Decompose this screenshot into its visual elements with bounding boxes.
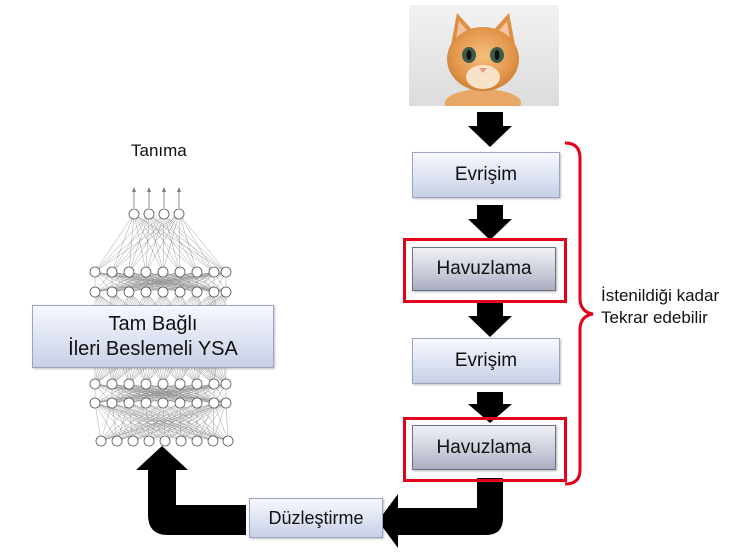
neuron-node [157, 266, 169, 278]
neuron-node [106, 266, 118, 278]
convolution-step-1: Evrişim [412, 152, 560, 198]
pooling-highlight-1 [403, 238, 567, 303]
neuron-node [95, 435, 107, 447]
neuron-node [191, 397, 203, 409]
neuron-node [128, 208, 140, 220]
neuron-node [174, 397, 186, 409]
convolution-label-2: Evrişim [454, 350, 518, 371]
neuron-node [220, 266, 232, 278]
flatten-label: Düzleştirme [268, 507, 364, 528]
neuron-node [207, 435, 219, 447]
fully-connected-network-box: Tam Bağlı İleri Beslemeli YSA [32, 305, 274, 368]
pooling-step-1: Havuzlama [412, 247, 556, 291]
pooling-label-2: Havuzlama [436, 436, 532, 458]
pooling-step-2: Havuzlama [412, 425, 556, 470]
neuron-node [106, 378, 118, 390]
pooling-label-1: Havuzlama [436, 258, 532, 279]
neuron-node [106, 397, 118, 409]
neuron-node [89, 378, 101, 390]
repeat-note-line2: Tekrar edebilir [601, 308, 708, 327]
neuron-node [208, 378, 220, 390]
neuron-node [127, 435, 139, 447]
neuron-node [123, 378, 135, 390]
network-box-line2: İleri Beslemeli YSA [68, 337, 238, 360]
neuron-node [191, 378, 203, 390]
neuron-node [220, 378, 232, 390]
convolution-step-2: Evrişim [412, 338, 560, 384]
neuron-node [173, 208, 185, 220]
down-arrow-3 [468, 303, 512, 337]
neuron-node [174, 378, 186, 390]
neuron-node [208, 397, 220, 409]
repeat-note: İstenildiği kadar Tekrar edebilir [601, 285, 719, 329]
network-box-line1: Tam Bağlı [108, 312, 198, 335]
bent-arrow-to-network [136, 446, 246, 535]
down-arrow-4 [468, 392, 512, 423]
output-arrowhead [177, 187, 181, 192]
neuron-node [157, 378, 169, 390]
output-arrowhead [132, 187, 136, 192]
neuron-node [159, 435, 171, 447]
pooling-highlight-2 [403, 417, 567, 482]
neuron-node [89, 286, 101, 298]
neuron-node [143, 435, 155, 447]
neuron-node [222, 435, 234, 447]
neuron-node [140, 397, 152, 409]
neuron-node [208, 286, 220, 298]
neuron-node [140, 266, 152, 278]
down-arrow-1 [468, 112, 512, 147]
neuron-node [174, 286, 186, 298]
neuron-node [89, 266, 101, 278]
neuron-node [140, 378, 152, 390]
neuron-node [123, 266, 135, 278]
kitten-image [409, 5, 559, 106]
neuron-node [123, 397, 135, 409]
output-arrowhead [162, 187, 166, 192]
flatten-step: Düzleştirme [249, 498, 383, 538]
neuron-node [191, 266, 203, 278]
neuron-node [220, 286, 232, 298]
neuron-node [191, 435, 203, 447]
neuron-node [157, 397, 169, 409]
neuron-node [158, 208, 170, 220]
neuron-node [111, 435, 123, 447]
neuron-node [208, 266, 220, 278]
curly-brace [564, 141, 594, 486]
output-arrowhead [147, 187, 151, 192]
neuron-node [143, 208, 155, 220]
neuron-node [191, 286, 203, 298]
neuron-node [174, 266, 186, 278]
repeat-note-line1: İstenildiği kadar [601, 286, 720, 305]
neuron-node [220, 397, 232, 409]
neuron-node [89, 397, 101, 409]
neuron-node [157, 286, 169, 298]
convolution-label-1: Evrişim [454, 164, 518, 185]
bent-arrow-to-flatten [378, 478, 503, 548]
neuron-node [123, 286, 135, 298]
neuron-node [140, 286, 152, 298]
neuron-node [106, 286, 118, 298]
neuron-node [175, 435, 187, 447]
down-arrow-2 [468, 205, 512, 240]
recognition-label: Tanıma [131, 141, 187, 160]
